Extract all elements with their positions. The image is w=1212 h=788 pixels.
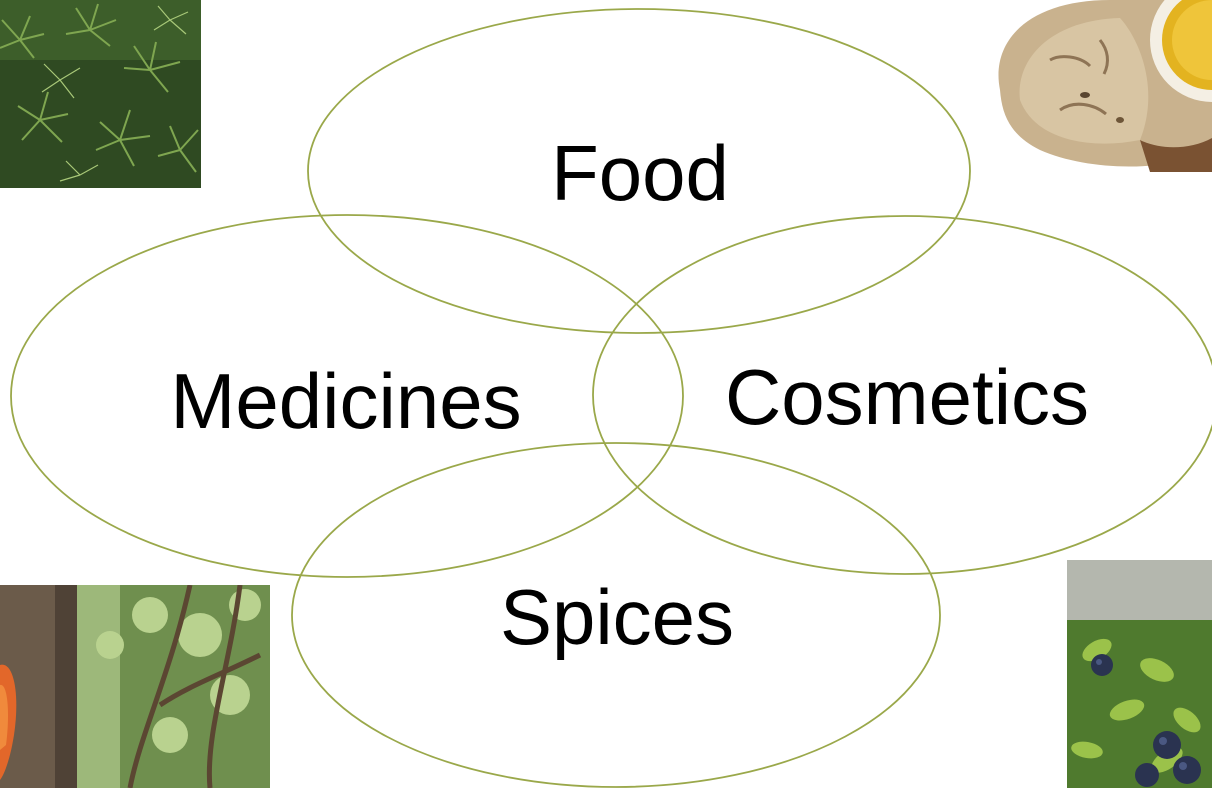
food-label: Food: [551, 129, 729, 217]
cosmetics-label: Cosmetics: [725, 353, 1089, 441]
spices-label: Spices: [500, 573, 734, 661]
medicines-label: Medicines: [170, 357, 521, 445]
